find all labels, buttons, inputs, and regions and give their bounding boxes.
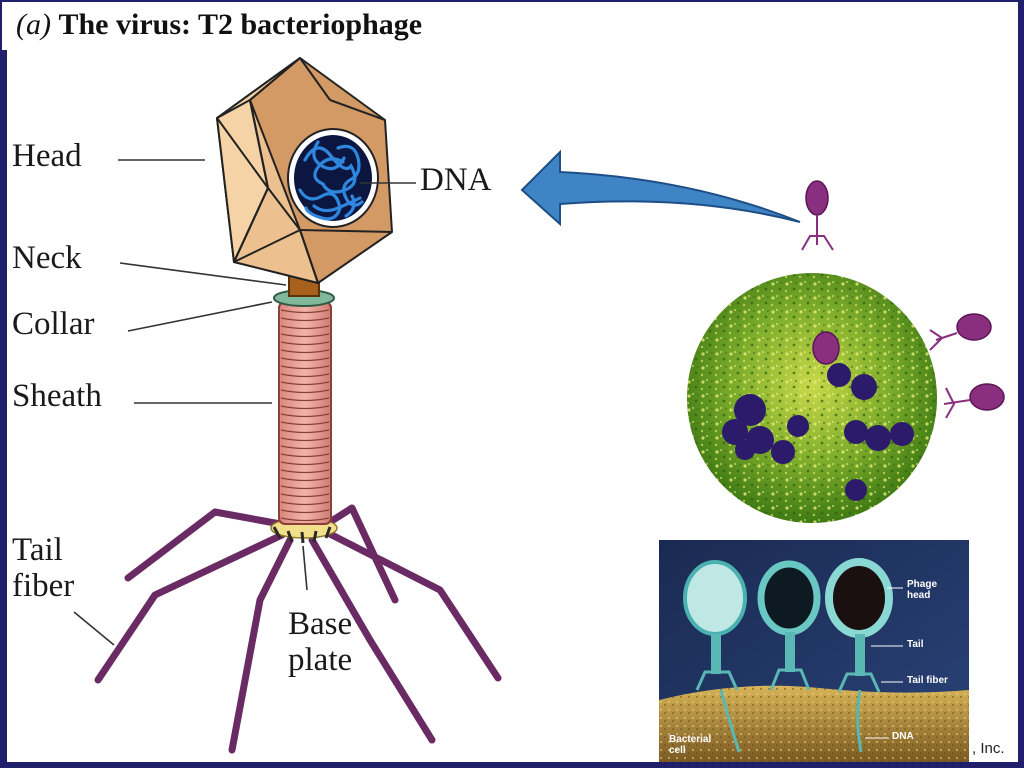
sheath-ring xyxy=(280,501,330,506)
sheath-ring xyxy=(280,373,330,378)
tail-fiber-5 xyxy=(322,528,502,682)
micro-label-phage-head: Phage head xyxy=(907,579,938,601)
sheath-ring xyxy=(280,421,330,426)
sheath-ring xyxy=(280,317,330,322)
sheath-ring xyxy=(280,485,330,490)
label-dna: DNA xyxy=(420,162,492,198)
attached-phages xyxy=(801,180,1005,419)
tail-sheath xyxy=(278,301,332,525)
label-head: Head xyxy=(12,138,82,174)
sheath-ring xyxy=(280,389,330,394)
micro-label-bacterial-cell: Bacterial cell xyxy=(669,734,712,756)
title-text: The virus: T2 bacteriophage xyxy=(58,8,423,41)
sheath-ring xyxy=(280,341,330,346)
sheath-ring xyxy=(280,517,330,522)
slide-edge-left xyxy=(0,50,7,768)
micro-label-dna: DNA xyxy=(892,731,914,742)
tail-fiber-6 xyxy=(326,504,399,604)
panel-letter: (a) xyxy=(16,8,51,41)
micro-label-tail-fiber: Tail fiber xyxy=(907,675,948,686)
sheath-ring xyxy=(280,405,330,410)
sheath-ring xyxy=(280,381,330,386)
electron-micrograph: Phage head Tail Tail fiber DNA Bacterial… xyxy=(659,540,969,762)
phage-top xyxy=(805,180,829,216)
leader-collar xyxy=(127,301,273,332)
tail-fiber-2 xyxy=(94,531,286,684)
sheath-ring xyxy=(280,365,330,370)
sheath-ring xyxy=(280,349,330,354)
sheath-ring xyxy=(280,469,330,474)
phage-right-1 xyxy=(956,313,992,341)
micrograph-image xyxy=(659,540,969,762)
sheath-ring xyxy=(280,445,330,450)
sheath-ring xyxy=(280,309,330,314)
label-neck: Neck xyxy=(12,240,82,276)
tail-fiber-3 xyxy=(228,536,294,754)
leader-base-plate xyxy=(302,545,308,591)
dna-core xyxy=(287,128,379,228)
label-collar: Collar xyxy=(12,306,95,342)
tail-fiber-1 xyxy=(124,508,290,582)
micrograph-phages xyxy=(683,558,893,753)
sheath-ring xyxy=(280,397,330,402)
phage-right-2 xyxy=(969,383,1005,411)
credit-text: , Inc. xyxy=(972,740,1005,757)
sheath-ring xyxy=(280,509,330,514)
sheath-ring xyxy=(280,413,330,418)
leader-neck xyxy=(119,262,287,286)
label-sheath: Sheath xyxy=(12,378,102,414)
sheath-ring xyxy=(280,429,330,434)
leader-tail-fiber xyxy=(73,611,115,646)
sheath-ring xyxy=(280,437,330,442)
sheath-ring xyxy=(280,333,330,338)
figure-title: (a) The virus: T2 bacteriophage xyxy=(16,8,422,42)
pointer-arrow xyxy=(520,149,801,227)
sheath-ring xyxy=(280,461,330,466)
label-base-plate: Base plate xyxy=(288,606,353,679)
sheath-ring xyxy=(280,453,330,458)
sheath-ring xyxy=(280,357,330,362)
micro-label-tail: Tail xyxy=(907,639,924,650)
leader-lines xyxy=(73,159,416,646)
slide-edge-right xyxy=(1018,0,1024,768)
sheath-ring xyxy=(280,477,330,482)
label-tail-fiber: Tail fiber xyxy=(12,532,75,605)
sheath-ring xyxy=(280,493,330,498)
infected-bacterium xyxy=(687,273,937,523)
tail-fiber-4 xyxy=(308,536,436,744)
tail-fibers xyxy=(94,504,502,754)
slide-edge-bottom xyxy=(0,762,1024,768)
sheath-ring xyxy=(280,325,330,330)
